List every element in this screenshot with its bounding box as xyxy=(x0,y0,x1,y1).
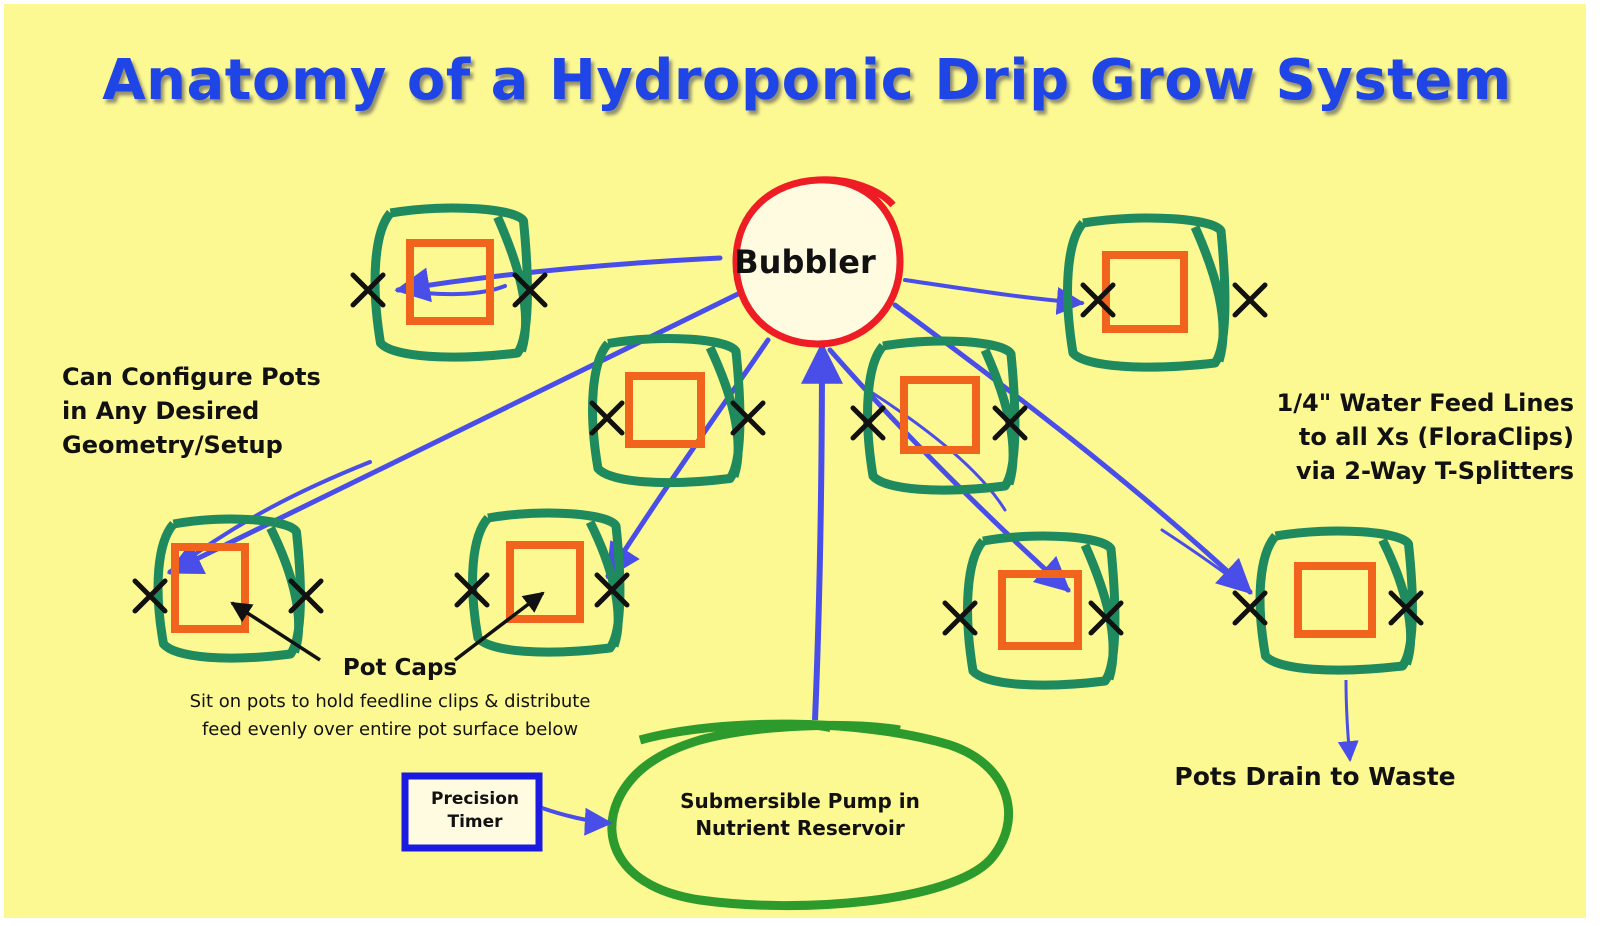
feed-line-bottom-right xyxy=(827,347,1071,593)
pot-cap xyxy=(998,570,1082,650)
pot-outline xyxy=(370,203,532,362)
pump-line xyxy=(800,341,843,721)
pot-top-left xyxy=(370,203,532,362)
bubbler-label: Bubbler xyxy=(734,243,876,281)
bubbler-ring xyxy=(732,176,904,348)
pot-cap xyxy=(900,376,980,454)
drain-arrow xyxy=(1337,679,1359,763)
reservoir-ring xyxy=(607,719,1014,911)
clip-mark-left xyxy=(132,578,168,614)
clip-mark-right xyxy=(512,272,548,308)
pot-cap xyxy=(406,239,494,325)
clip-mark-right xyxy=(594,572,630,608)
clip-mark-left xyxy=(589,400,625,436)
clip-mark-right xyxy=(992,405,1028,441)
pots-group xyxy=(153,203,1417,690)
pot-cap xyxy=(506,541,584,623)
pot-cap xyxy=(1102,251,1188,333)
feed-lines-note: 1/4" Water Feed Lines to all Xs (FloraCl… xyxy=(1276,389,1574,485)
pot-cap xyxy=(625,372,705,448)
clip-mark-right xyxy=(1388,590,1424,626)
reservoir-ring-tail xyxy=(671,723,831,737)
feed-line-top-left xyxy=(394,255,723,303)
feed-line-bottom-left xyxy=(605,337,771,579)
reservoir-label: Submersible Pump in Nutrient Reservoir xyxy=(680,789,920,840)
feed-line-top-right xyxy=(903,278,1085,315)
pot-outline xyxy=(963,531,1120,690)
pot-bottom-far-left xyxy=(153,514,305,663)
feed-line-far-left xyxy=(166,289,745,575)
clip-mark-right xyxy=(1232,282,1268,318)
pot-caps-description: Sit on pots to hold feedline clips & dis… xyxy=(189,691,591,740)
reservoir xyxy=(607,719,1014,911)
bubbler xyxy=(732,176,904,348)
clip-mark-left xyxy=(942,600,978,636)
diagram-background xyxy=(4,4,1586,918)
configure-note: Can Configure Pots in Any Desired Geomet… xyxy=(62,363,321,459)
pot-top-right xyxy=(1063,213,1230,372)
clip-mark-left xyxy=(350,272,386,308)
pot-bottom-right xyxy=(963,531,1120,690)
pot-cap xyxy=(1294,562,1376,638)
feed-line-far-left-b xyxy=(168,460,372,574)
pot-outline xyxy=(153,514,305,663)
feed-line-far-right-b xyxy=(1160,528,1252,594)
clip-mark-left xyxy=(1232,590,1268,626)
clip-mark-right xyxy=(730,400,766,436)
clip-mark-right xyxy=(288,578,324,614)
clip-marks xyxy=(132,272,1424,636)
pot-outline xyxy=(1255,526,1417,675)
pot-outline xyxy=(588,333,745,488)
clip-mark-left xyxy=(850,405,886,441)
pot-cap xyxy=(171,543,249,633)
drain-label: Pots Drain to Waste xyxy=(1174,762,1456,791)
timer-box xyxy=(401,772,543,852)
timer-arrow xyxy=(541,806,613,836)
pot-outline xyxy=(1063,213,1230,372)
clip-mark-left xyxy=(454,572,490,608)
pot-caps-title: Pot Caps xyxy=(342,655,458,681)
timer-label: Precision Timer xyxy=(430,789,519,832)
pot-bottom-far-right xyxy=(1255,526,1417,675)
clip-mark-left xyxy=(1080,282,1116,318)
pointer-far-left xyxy=(230,601,321,662)
diagram-title: Anatomy of a Hydroponic Drip Grow System xyxy=(102,48,1512,113)
pot-mid-center-left xyxy=(588,333,745,488)
bubbler-fill xyxy=(736,180,900,344)
pot-caps-pointers xyxy=(230,591,545,662)
timer xyxy=(401,772,543,852)
clip-mark-right xyxy=(1088,600,1124,636)
pointer-bottom-left xyxy=(453,591,545,662)
